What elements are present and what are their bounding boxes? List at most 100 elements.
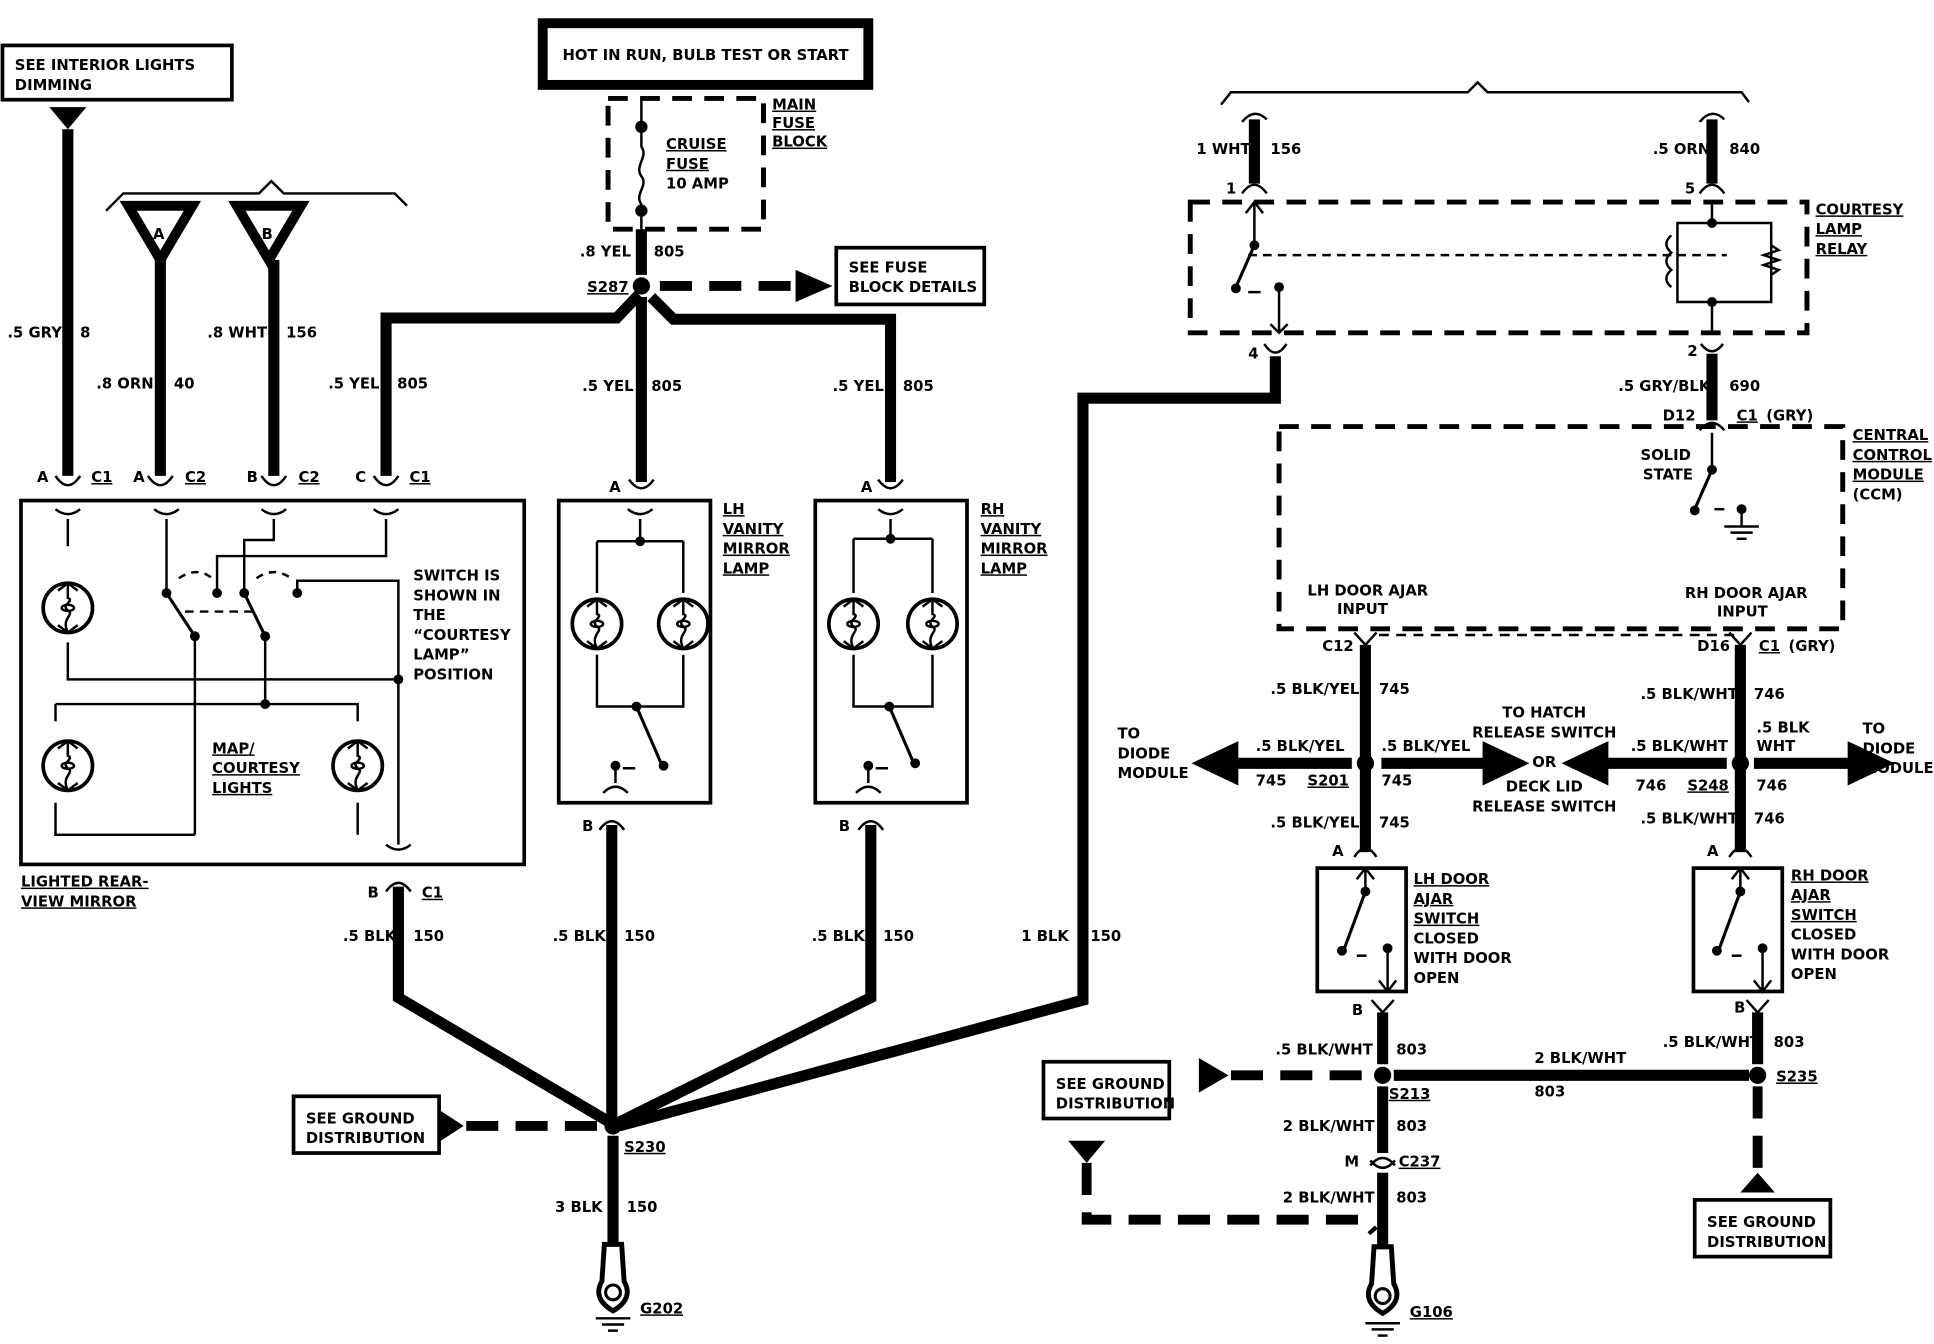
wire-label: .5 YEL (328, 375, 380, 392)
wire-label: .5 BLK (343, 928, 397, 945)
wire-label: .5 BLK/WHT (1631, 738, 1729, 755)
triangle-a-label: A (153, 226, 165, 243)
pin-label: A (609, 479, 621, 496)
ground-dash (1081, 1162, 1378, 1236)
svg-text:SHOWN IN: SHOWN IN (413, 587, 500, 604)
svg-text:LAMP: LAMP (723, 560, 770, 577)
svg-text:LH DOOR AJAR: LH DOOR AJAR (1307, 583, 1428, 600)
svg-text:FUSE: FUSE (666, 156, 709, 173)
wire-circuit: 150 (883, 928, 914, 945)
bulb-icon (656, 597, 710, 651)
arrow-left-icon (1561, 741, 1609, 786)
svg-text:POSITION: POSITION (413, 666, 493, 683)
splice-label: S248 (1687, 777, 1729, 794)
svg-text:VANITY: VANITY (723, 521, 784, 538)
wire-circuit: 803 (1774, 1034, 1805, 1051)
hatch-release-label: TO HATCH RELEASE SWITCH OR DECK LID RELE… (1472, 705, 1616, 816)
svg-text:SEE GROUND: SEE GROUND (1707, 1214, 1816, 1231)
ccm-label: CENTRAL CONTROL MODULE (CCM) (1853, 427, 1933, 503)
ref-line-2: DIMMING (15, 77, 92, 94)
fuse-block-label: MAIN FUSE BLOCK (772, 97, 828, 151)
svg-text:DISTRIBUTION: DISTRIBUTION (1056, 1096, 1175, 1113)
svg-text:DIODE: DIODE (1117, 745, 1170, 762)
mirror-internal-wiring (54, 508, 412, 851)
svg-text:(CCM): (CCM) (1853, 486, 1903, 503)
svg-text:BLOCK DETAILS: BLOCK DETAILS (849, 279, 978, 296)
wire-circuit: 746 (1754, 811, 1785, 828)
svg-text:SWITCH IS: SWITCH IS (413, 568, 500, 585)
pin-label: A (133, 469, 145, 486)
rh-door-switch-box (1691, 866, 1785, 994)
svg-text:LAMP: LAMP (981, 560, 1028, 577)
svg-text:MODULE: MODULE (1853, 467, 1924, 484)
pin-label: 1 (1226, 180, 1236, 197)
pin-label: B (582, 818, 593, 835)
wire-circuit: 150 (624, 928, 655, 945)
wire-label: .5 BLK/YEL (1270, 681, 1359, 698)
wire-label: .8 ORN (96, 375, 153, 392)
main-fuse-block (605, 95, 766, 232)
wire-label: .5 BLK/WHT (1640, 811, 1738, 828)
wire-label: .5 ORN (1653, 141, 1710, 158)
rh-vanity-box (813, 498, 969, 805)
rearview-mirror-box (19, 498, 527, 867)
wire-label: 1 BLK (1021, 928, 1069, 945)
svg-text:COURTESY: COURTESY (212, 760, 300, 777)
svg-text:CONTROL: CONTROL (1853, 447, 1933, 464)
svg-text:DECK LID: DECK LID (1506, 779, 1583, 796)
svg-text:DIODE: DIODE (1862, 740, 1915, 757)
lh-vanity-label: LH VANITY MIRROR LAMP (723, 501, 791, 577)
wire-label: .8 WHT (207, 325, 268, 342)
bulb-icon (827, 597, 881, 651)
lh-door-switch-label: LH DOOR AJAR SWITCH CLOSED WITH DOOR OPE… (1413, 871, 1512, 987)
splice-s235 (1748, 1066, 1767, 1084)
svg-text:MAP/: MAP/ (212, 740, 255, 757)
wire-circuit: 803 (1396, 1041, 1427, 1058)
pin-label: M (1344, 1154, 1359, 1171)
wire-circuit: 8 (80, 325, 90, 342)
connector-color: (GRY) (1766, 407, 1813, 424)
svg-text:MODULE: MODULE (1862, 760, 1933, 777)
pin-label: B (1734, 999, 1745, 1016)
ccm-solid-state-switch (1693, 432, 1743, 526)
bulb-icon (41, 581, 95, 635)
svg-text:OR: OR (1532, 754, 1557, 771)
mirror-input-arrows (54, 475, 400, 487)
pin-label: B (247, 469, 258, 486)
svg-text:LAMP”: LAMP” (413, 647, 469, 664)
wire-label: .5 GRY (7, 325, 62, 342)
svg-text:LH DOOR: LH DOOR (1413, 871, 1489, 888)
pin-label: 5 (1685, 180, 1695, 197)
wire-circuit: 745 (1379, 814, 1410, 831)
wire-label: .5 BLK/WHT (1640, 686, 1738, 703)
pin-label: A (861, 479, 873, 496)
wire-label: .5 BLK/YEL (1270, 814, 1359, 831)
see-ground-box-bottom: SEE GROUND DISTRIBUTION (1692, 1198, 1833, 1259)
splice-s213 (1374, 1066, 1392, 1084)
svg-text:STATE: STATE (1643, 467, 1693, 484)
svg-text:SEE FUSE: SEE FUSE (849, 259, 928, 276)
splice-s201 (1356, 754, 1375, 772)
splice-label: S213 (1389, 1086, 1431, 1103)
wire-circuit: 156 (286, 325, 317, 342)
svg-text:TO: TO (1117, 726, 1140, 743)
connector-color: (GRY) (1788, 638, 1835, 655)
wire-blk-150-mirror (392, 886, 615, 1129)
lh-vanity-wiring (595, 508, 685, 794)
svg-text:CENTRAL: CENTRAL (1853, 427, 1929, 444)
ground-label: G106 (1410, 1304, 1453, 1321)
wire-label: 3 BLK (555, 1199, 603, 1216)
solid-state-label: SOLID STATE (1640, 447, 1693, 484)
svg-text:LIGHTED REAR-: LIGHTED REAR- (21, 874, 149, 891)
wire-circuit: 150 (627, 1199, 658, 1216)
wire-circuit: 805 (397, 375, 428, 392)
svg-text:MIRROR: MIRROR (723, 541, 791, 558)
bulb-icon (331, 739, 385, 793)
fuse-icon (638, 98, 645, 230)
splice-s230 (604, 1117, 622, 1135)
connector-label: C237 (1399, 1154, 1441, 1171)
splice-s287 (632, 277, 651, 295)
connector-a-triangle: A (119, 200, 202, 270)
to-diode-module-right: TO DIODE MODULE (1862, 721, 1933, 777)
svg-text:INPUT: INPUT (1717, 603, 1769, 620)
